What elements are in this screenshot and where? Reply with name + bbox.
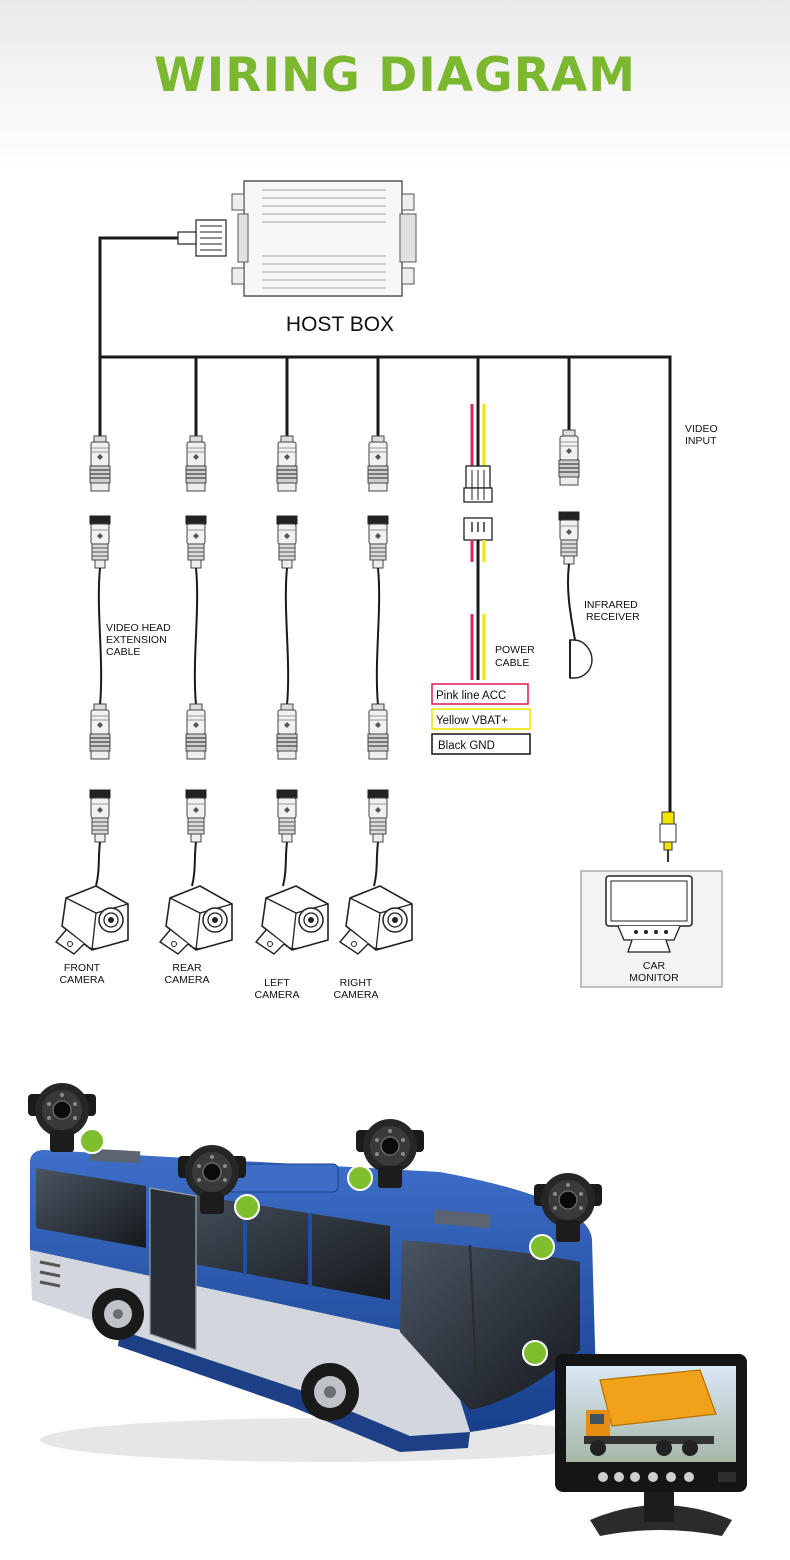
infrared-receiver-label-1: INFRARED [584,599,638,611]
marker-front [522,1340,548,1366]
main-harness-wires [98,236,672,812]
right-camera-label-2: CAMERA [334,989,379,1001]
infrared-receiver-label-2: RECEIVER [586,611,640,623]
page-title: WIRING DIAGRAM [153,48,637,103]
marker-right [347,1165,373,1191]
right-camera-icon [339,885,413,955]
left-camera-label-2: CAMERA [255,989,300,1001]
front-camera-label-2: CAMERA [60,974,105,986]
camera-channel-connectors [89,435,389,887]
gnd-wire-box [431,733,531,755]
marker-left [234,1194,260,1220]
power-cable [463,404,493,680]
car-monitor-label-1: CAR [643,960,666,972]
gnd-wire-label: Black GND [438,740,495,752]
extension-cable-label-3: CABLE [106,646,140,658]
rear-camera-icon [159,885,233,955]
power-wire-legend: Pink line ACC Yellow VBAT+ Black GND [431,683,531,755]
acc-wire-box [431,683,529,705]
rear-camera-label-2: CAMERA [165,974,210,986]
rca-video-plug [659,811,677,862]
vbat-wire-box [431,708,531,730]
front-camera-icon [55,885,129,955]
vbat-wire-label: Yellow VBAT+ [436,715,508,727]
left-camera-icon [255,885,329,955]
marker-rear [79,1128,105,1154]
bus-illustration [30,1148,620,1462]
left-camera-label-1: LEFT [264,977,290,989]
car-monitor-box [580,870,723,988]
video-input-label-2: INPUT [685,435,717,447]
right-camera-label-1: RIGHT [340,977,373,989]
power-cable-label-2: CABLE [495,657,529,669]
rear-camera-label-1: REAR [172,962,202,974]
power-cable-label-1: POWER [495,644,535,656]
host-box-label: HOST BOX [286,313,394,336]
infrared-receiver [558,429,593,679]
extension-cable-label-2: EXTENSION [106,634,167,646]
host-box [177,180,417,297]
marker-front-top [529,1234,555,1260]
acc-wire-label: Pink line ACC [436,690,506,702]
extension-cable-label-1: VIDEO HEAD [106,622,171,634]
camera-location-markers [79,1128,555,1366]
car-monitor-label-2: MONITOR [629,972,679,984]
video-input-label-1: VIDEO [685,423,718,435]
front-camera-label-1: FRONT [64,962,101,974]
monitor-product [555,1354,747,1536]
